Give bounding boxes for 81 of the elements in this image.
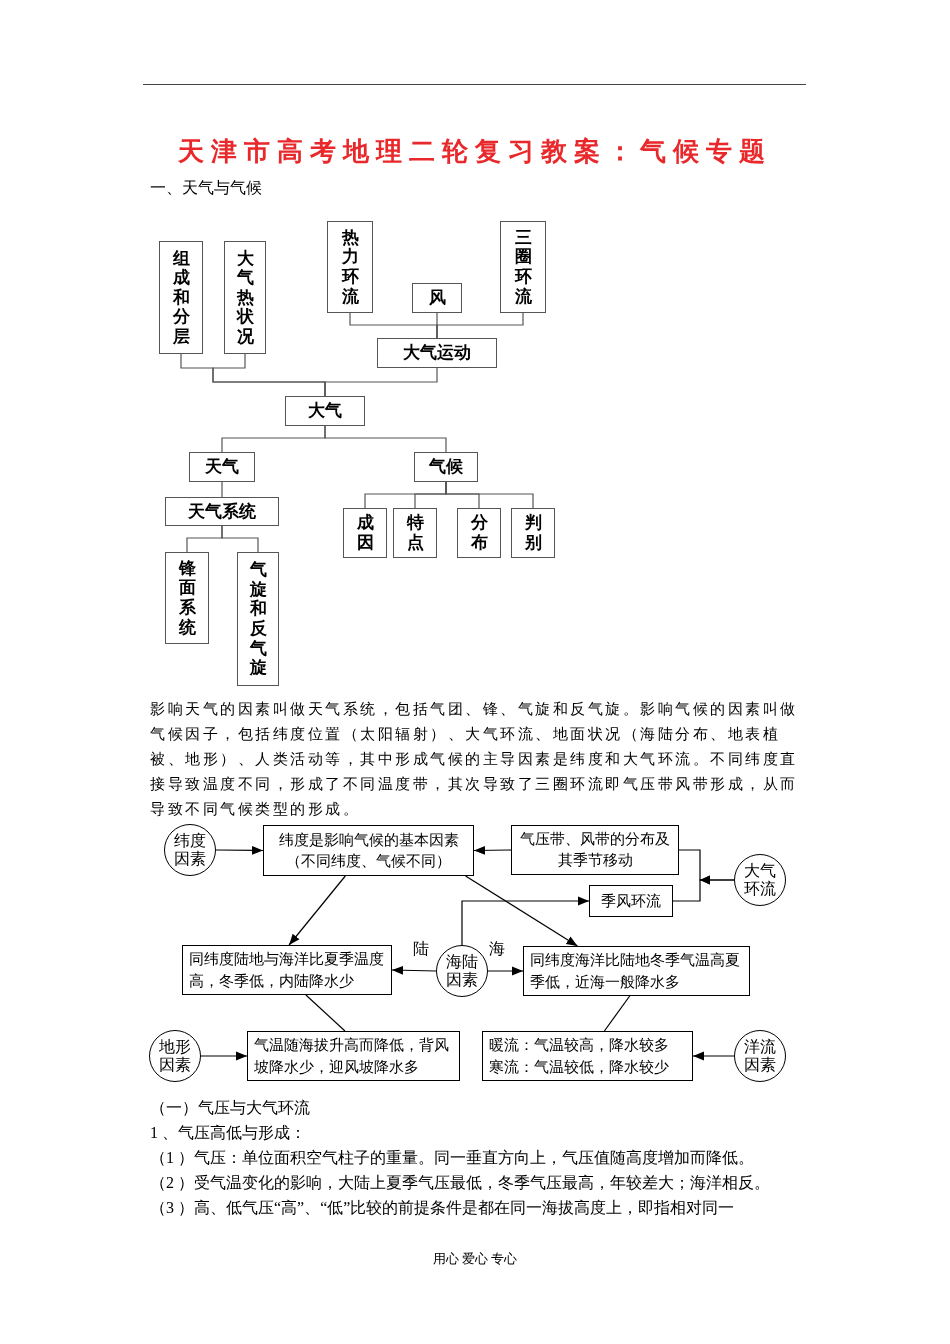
process-box	[589, 885, 673, 917]
tree-box	[327, 221, 373, 313]
tree-box	[189, 452, 255, 482]
footer-text: 用心 爱心 专心	[431, 1250, 519, 1268]
node-text: 海陆因素	[446, 952, 478, 990]
connector-line	[324, 425, 447, 453]
connector-line	[445, 481, 534, 509]
node-text: 大气环流	[744, 861, 776, 899]
arrow	[473, 845, 512, 855]
process-box	[523, 946, 750, 996]
node-text: 暖流：气温较高，降水较多	[489, 1036, 670, 1055]
arrow	[200, 1051, 248, 1061]
node-text: 组成和分层	[172, 248, 190, 347]
node-text: 地形因素	[159, 1037, 191, 1075]
node-text: 气旋和反气旋	[249, 560, 267, 678]
tree-box	[285, 396, 365, 426]
node-text: 大气热状况	[236, 248, 254, 347]
tree-box	[393, 508, 437, 558]
node-text: 成因	[356, 513, 374, 553]
node-text: 气压带、风带的分布及其季节移动	[519, 830, 671, 870]
node-text: 大气	[308, 400, 342, 423]
tree-box	[511, 508, 555, 558]
edge-label: 海	[488, 941, 506, 957]
connector-line	[603, 995, 631, 1032]
node-text: 气候	[429, 456, 463, 479]
text-line: （2 ）受气温变化的影响，大陆上夏季气压最低，冬季气压最高，年较差大；海洋相反。	[150, 1173, 770, 1193]
tree-box	[159, 241, 203, 354]
tree-box	[457, 508, 501, 558]
node-text: （不同纬度、气候不同）	[286, 851, 451, 871]
paragraph: 影响天气的因素叫做天气系统，包括气团、锋、气旋和反气旋。影响气候的因素叫做气候因子，包括纬度位置（太阳辐射）、大气环流、地面状况（海陆分布、地表植被、地形）、人类活动等，其中形成气候的主导因素是纬度和大气环流。不同纬度直接导致温度不同，形成了不同温度带，其次导致了三圈环流即气压带风带形成，从而导致不同气候类型的形成。	[150, 700, 799, 819]
process-box	[482, 1031, 693, 1081]
connector-line	[221, 481, 223, 498]
arrow	[487, 966, 524, 976]
tree-box	[500, 221, 546, 313]
title: 天津市高考地理二轮复习教案：气候专题	[177, 136, 773, 168]
tree-box	[377, 338, 497, 368]
connector-line	[436, 312, 524, 339]
node-text: 季风环流	[601, 891, 661, 911]
node-text: 分布	[470, 513, 488, 553]
node-text: 锋面系统	[178, 558, 196, 638]
node-text: 天气	[205, 456, 239, 479]
arrow	[215, 846, 264, 855]
edge-label: 陆	[412, 941, 430, 957]
tree-box	[165, 497, 279, 526]
tree-box	[343, 508, 387, 558]
node-text: 热力环流	[341, 227, 359, 307]
section-heading: 一、天气与气候	[150, 178, 262, 198]
node-text: 三圈环流	[514, 227, 532, 307]
node-text: 纬度因素	[174, 831, 206, 869]
arrow	[288, 875, 346, 946]
node-text: 洋流因素	[744, 1037, 776, 1075]
arrow	[391, 965, 437, 975]
tree-box	[414, 452, 478, 482]
arrow	[464, 875, 579, 947]
arrow	[461, 896, 590, 946]
connector-line	[324, 367, 438, 397]
node-text: 判别	[524, 513, 542, 553]
process-box	[511, 825, 679, 875]
node-text: 天气系统	[188, 500, 256, 523]
node-text: 气温随海拔升高而降低，背风坡降水少，迎风坡降水多	[254, 1036, 450, 1077]
node-text: 寒流：气温较低，降水较少	[489, 1058, 670, 1077]
node-text: 大气运动	[403, 342, 471, 365]
node-text: 风	[428, 287, 446, 310]
arrow	[692, 1051, 735, 1061]
process-box	[247, 1031, 460, 1081]
text-line: （3 ）高、低气压“高”、“低”比较的前提条件是都在同一海拔高度上，即指相对同一	[150, 1198, 735, 1218]
node-text: 纬度是影响气候的基本因素	[278, 830, 459, 850]
node-text: 同纬度海洋比陆地冬季气温高夏季低，近海一般降水多	[530, 951, 741, 992]
tree-box	[224, 241, 266, 354]
tree-box	[237, 552, 279, 686]
connector-line	[221, 525, 259, 553]
tree-box	[412, 283, 462, 313]
section-heading: （一）气压与大气环流	[150, 1098, 310, 1118]
process-box	[182, 945, 392, 995]
node-text: 同纬度陆地与海洋比夏季温度高，冬季低，内陆降水少	[189, 950, 385, 991]
process-box	[263, 825, 474, 876]
text-line: （1 ）气压：单位面积空气柱子的重量。同一垂直方向上，气压值随高度增加而降低。	[150, 1148, 754, 1168]
section-heading: 1 、气压高低与形成：	[150, 1123, 306, 1143]
connector-line	[305, 994, 346, 1032]
tree-box	[165, 552, 209, 644]
node-text: 特点	[406, 513, 424, 553]
